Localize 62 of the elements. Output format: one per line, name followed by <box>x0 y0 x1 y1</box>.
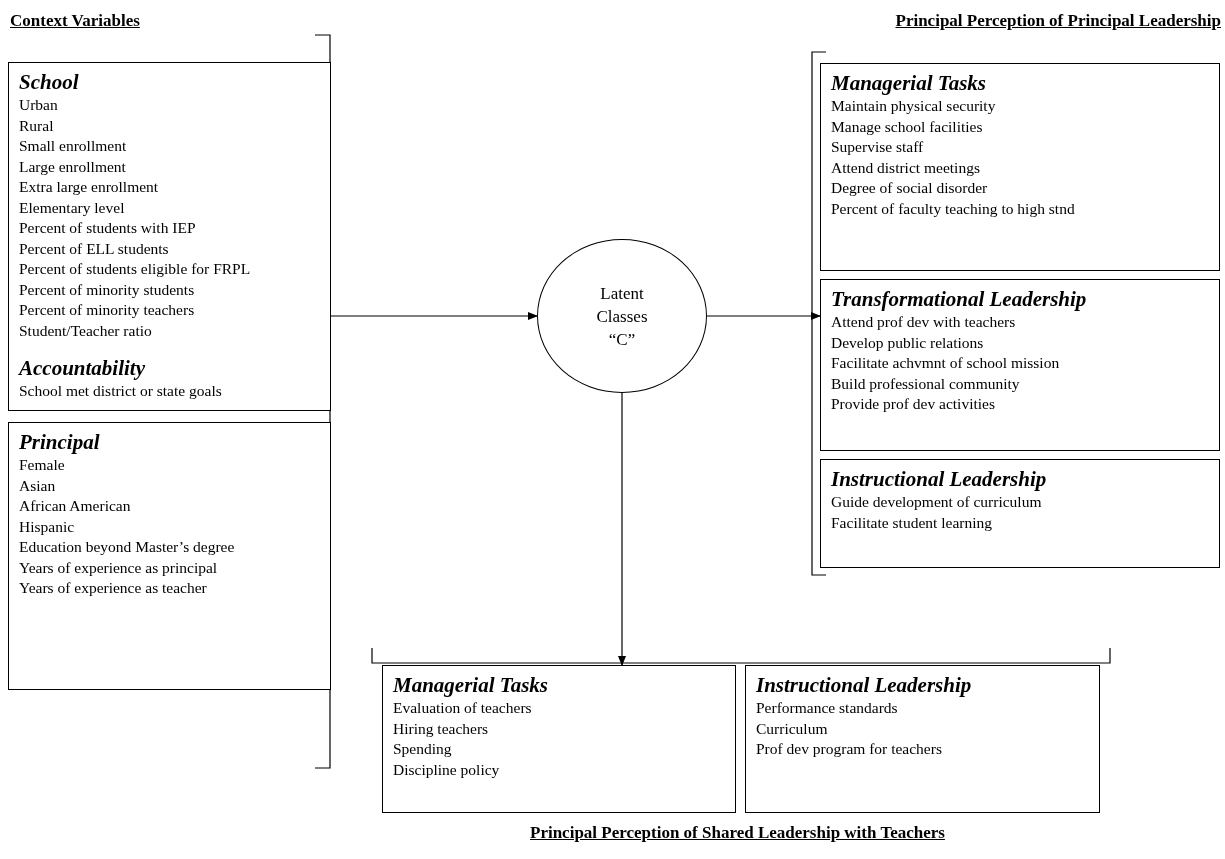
list-item: Education beyond Master’s degree <box>19 537 235 557</box>
list-item: Attend prof dev with teachers <box>831 312 1016 332</box>
list-item: Hiring teachers <box>393 718 489 739</box>
list-item: Manage school facilities <box>831 116 983 137</box>
list-item: Percent of ELL students <box>19 238 169 259</box>
list-item: Degree of social disorder <box>831 178 988 198</box>
ellipse-label: Latent Classes “C” <box>595 282 649 351</box>
list-item: Urban <box>19 95 58 115</box>
list-item: Evaluation of teachers <box>393 698 532 718</box>
list-item: Curriculum <box>756 718 828 739</box>
section-heading: Transformational Leadership <box>831 286 1087 312</box>
section-heading: Instructional Leadership <box>756 672 972 698</box>
section-title: Principal Perception of Shared Leadership with Teachers <box>530 822 945 844</box>
arrow <box>618 392 626 666</box>
list-item: Attend district meetings <box>831 157 980 178</box>
list-item: Female <box>19 455 65 475</box>
list-item: Facilitate achvmnt of school mission <box>831 353 1060 373</box>
list-item: Small enrollment <box>19 136 127 156</box>
section-heading: Managerial Tasks <box>393 672 548 698</box>
list-item: Extra large enrollment <box>19 177 159 197</box>
list-item: Provide prof dev activities <box>831 394 995 414</box>
list-item: Hispanic <box>19 516 75 537</box>
list-item: Percent of minority teachers <box>19 300 195 320</box>
list-item: Prof dev program for teachers <box>756 739 942 759</box>
list-item: Performance standards <box>756 698 898 718</box>
list-item: Build professional community <box>831 373 1020 394</box>
list-item: African American <box>19 496 131 516</box>
list-item: Asian <box>19 475 56 496</box>
list-item: Guide development of curriculum <box>831 492 1042 512</box>
variable-box <box>8 422 331 690</box>
variable-box <box>820 279 1220 451</box>
section-title: Context Variables <box>10 10 140 32</box>
list-item: Maintain physical security <box>831 96 996 116</box>
section-heading: Managerial Tasks <box>831 70 986 96</box>
variable-box <box>382 665 736 813</box>
section-heading: Principal <box>19 429 100 455</box>
variable-box <box>820 459 1220 568</box>
section-heading: Accountability <box>19 355 145 381</box>
section-heading: Instructional Leadership <box>831 466 1047 492</box>
variable-box <box>8 62 331 411</box>
section-title: Principal Perception of Principal Leadership <box>895 10 1221 32</box>
list-item: Supervise staff <box>831 137 924 157</box>
list-item: Years of experience as teacher <box>19 578 207 598</box>
variable-box <box>820 63 1220 271</box>
list-item: Rural <box>19 115 54 136</box>
list-item: Percent of students with IEP <box>19 218 196 238</box>
list-item: Years of experience as principal <box>19 557 218 578</box>
arrow <box>706 312 821 320</box>
list-item: Percent of students eligible for FRPL <box>19 259 251 279</box>
list-item: Student/Teacher ratio <box>19 320 152 341</box>
section-heading: School <box>19 69 79 95</box>
list-item: Elementary level <box>19 197 125 218</box>
list-item: Discipline policy <box>393 759 500 780</box>
list-item: Percent of faculty teaching to high stnd <box>831 198 1075 219</box>
list-item: Percent of minority students <box>19 279 195 300</box>
list-item: Facilitate student learning <box>831 512 992 533</box>
arrow <box>330 312 538 320</box>
list-item: Spending <box>393 739 452 759</box>
list-item: School met district or state goals <box>19 381 222 401</box>
list-item: Large enrollment <box>19 156 126 177</box>
list-item: Develop public relations <box>831 332 984 353</box>
variable-box <box>745 665 1100 813</box>
